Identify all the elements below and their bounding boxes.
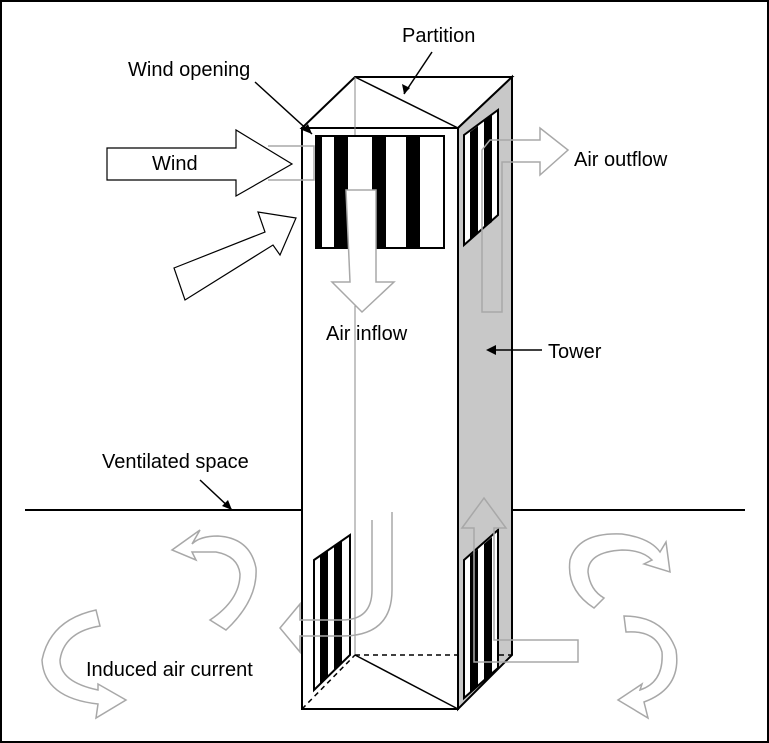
induced-curve-left-bottom [41,609,128,720]
induced-curve-right-top [568,533,671,609]
label-ventilated-space: Ventilated space [102,451,249,473]
partition-top-line [354,76,459,129]
label-tower: Tower [548,341,602,363]
wind-opening-leader [254,81,313,135]
partition-leader-head [402,84,410,94]
wind-opening-louvers [315,135,445,249]
lower-u-flow [279,512,393,655]
label-wind-opening: Wind opening [128,59,250,81]
diagonal-wind-arrow [173,211,297,301]
induced-curve-left-top [170,529,257,631]
label-partition: Partition [402,25,475,47]
right-upflow-arrow [460,496,579,663]
side-upper-louvers [463,108,499,248]
induced-curve-right-bottom [616,615,678,720]
ventilated-space-leader-head [222,500,232,510]
label-wind: Wind [152,153,198,175]
wind-opening-leader-head [302,124,312,134]
wind-arrow [106,128,294,198]
partition-leader [403,51,433,95]
tower-leader-head [486,345,496,355]
tower-back-left-bottom [301,654,356,710]
air-inflow-arrow [330,189,396,314]
side-lower-louvers [463,527,499,701]
partition-bottom-line [354,654,459,710]
front-lower-louvers [313,533,351,693]
wind-entry-flow [268,145,315,181]
label-induced-air-current: Induced air current [86,659,253,681]
air-outflow-arrow [481,126,570,313]
label-air-inflow: Air inflow [326,323,408,345]
label-air-outflow: Air outflow [574,149,668,171]
